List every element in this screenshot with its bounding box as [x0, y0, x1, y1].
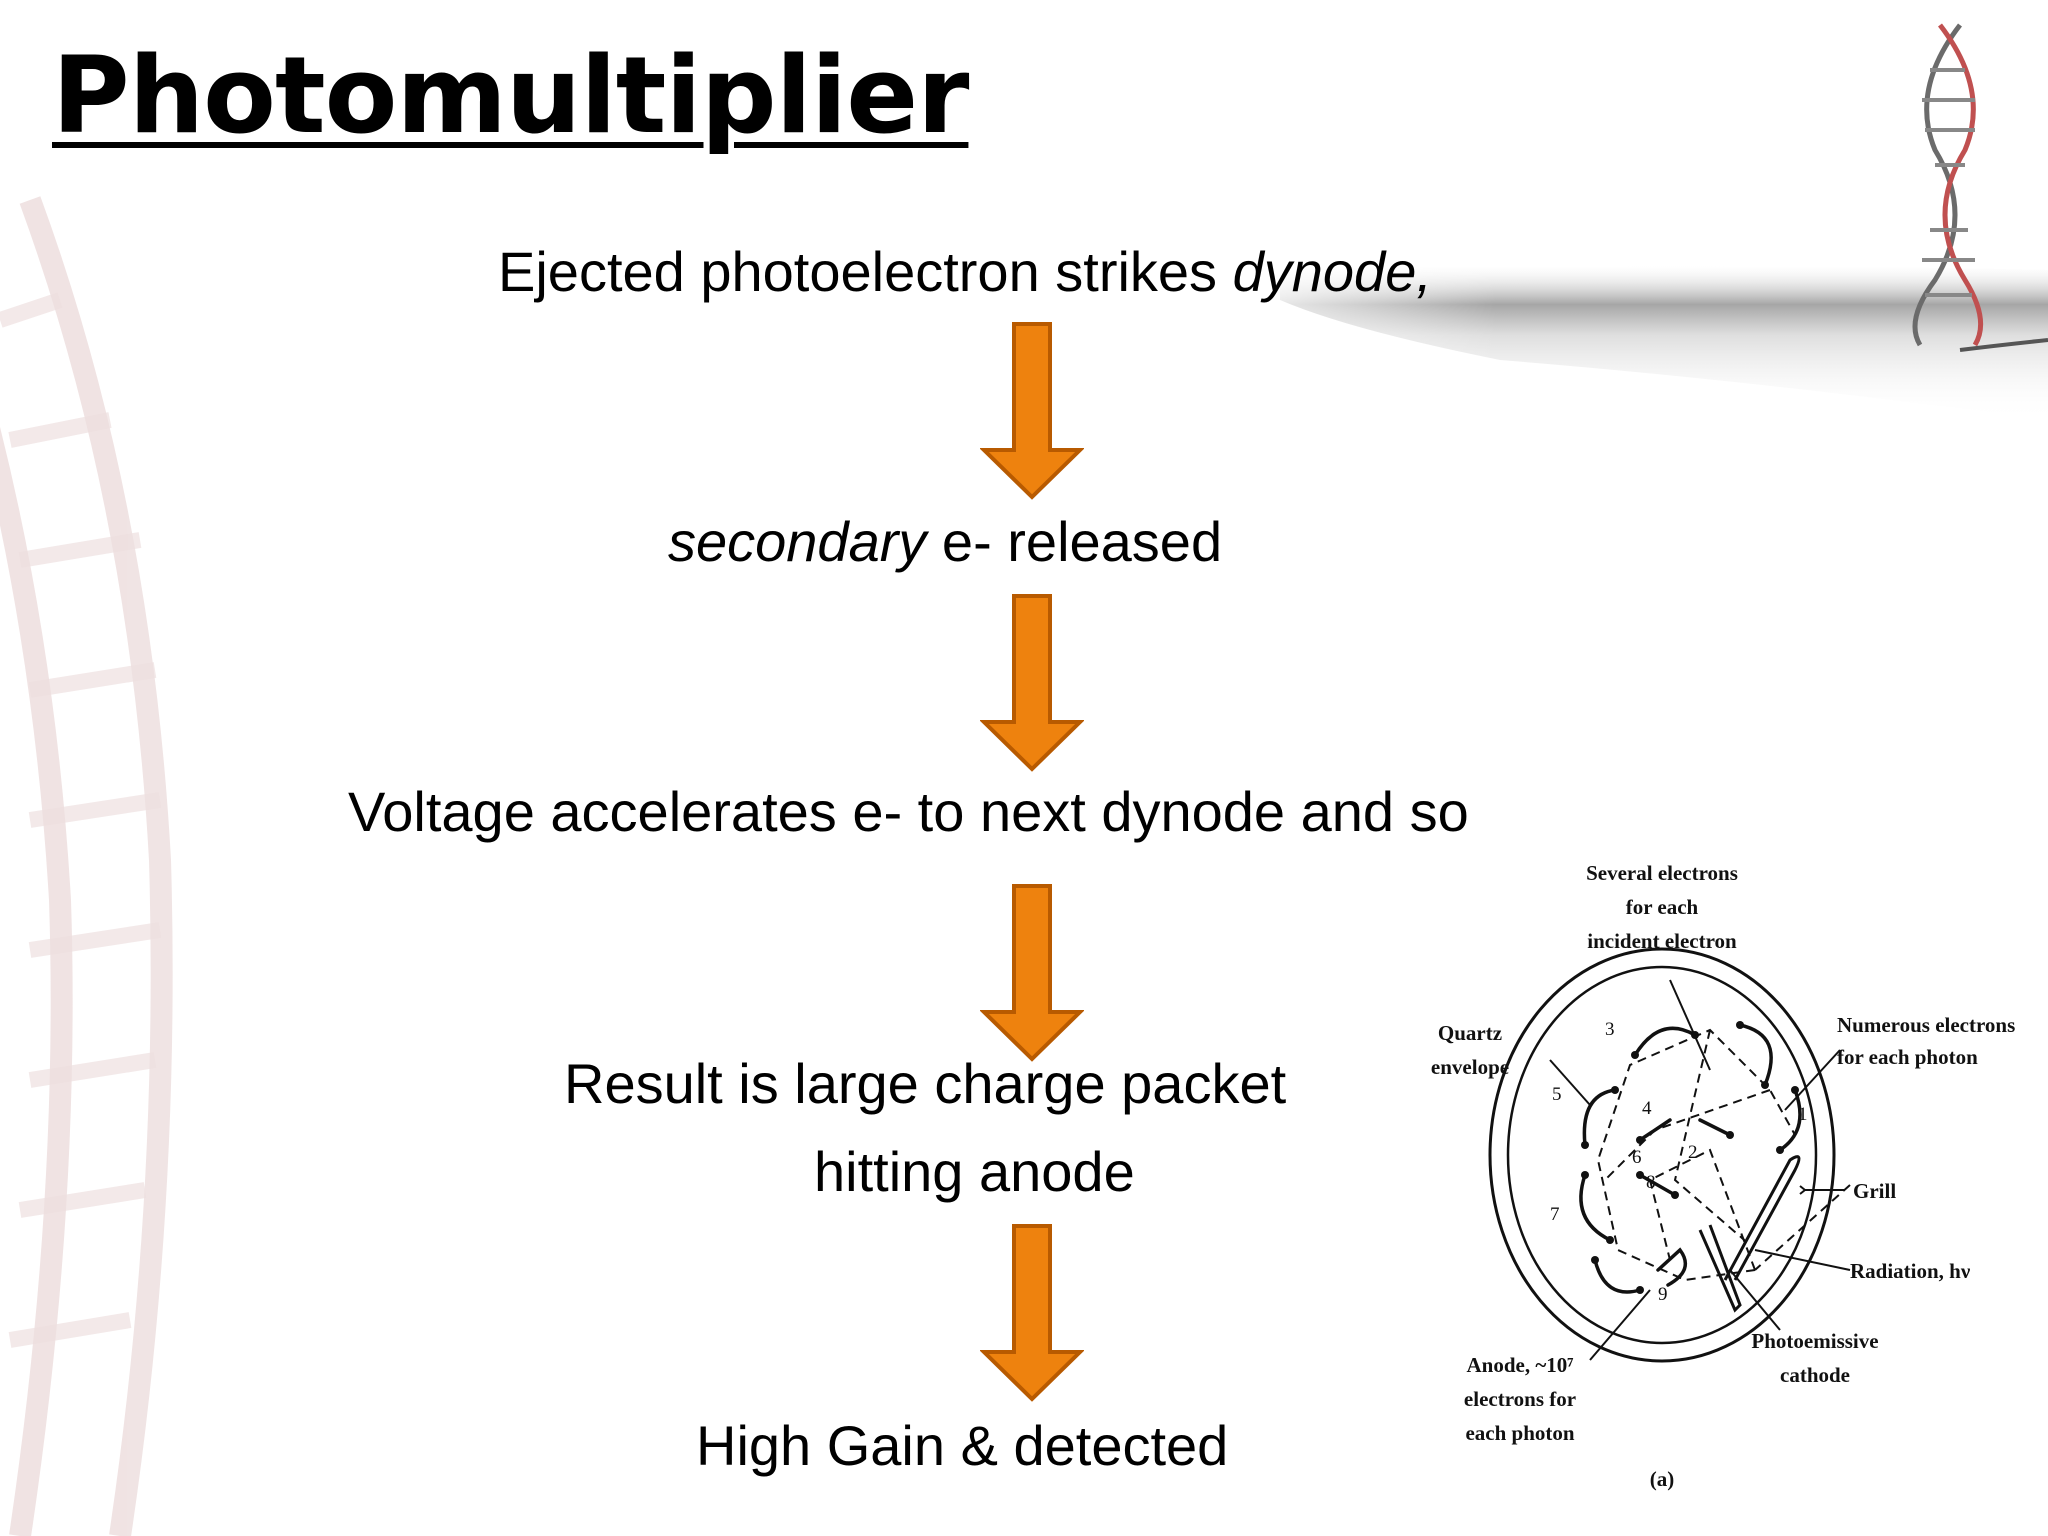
label-quartz-1: Quartz: [1438, 1021, 1502, 1045]
dynode-number-9: 9: [1658, 1284, 1668, 1305]
dynode-number-2: 2: [1688, 1142, 1698, 1163]
step-2-after: e- released: [926, 510, 1223, 573]
step-2-text: secondary e- released: [668, 508, 1368, 575]
label-several-electrons-1: Several electrons: [1586, 861, 1738, 885]
flow-arrow-3: [980, 884, 1084, 1062]
label-several-electrons-2: for each: [1626, 895, 1699, 919]
flow-arrow-4: [980, 1224, 1084, 1402]
panel-label: (a): [1650, 1467, 1675, 1491]
label-radiation: Radiation, hν: [1850, 1259, 1971, 1283]
label-grill: Grill: [1853, 1179, 1896, 1203]
label-several-electrons-3: incident electron: [1587, 929, 1737, 953]
label-anode-2: electrons for: [1464, 1387, 1576, 1411]
label-quartz-2: envelope: [1431, 1055, 1509, 1079]
dynode-arcs: [1579, 1023, 1802, 1294]
slide-title: Photomultiplier: [52, 34, 969, 157]
quartz-envelope-outer: [1488, 947, 1836, 1363]
dynode-number-7: 7: [1550, 1204, 1560, 1225]
label-numerous-1: Numerous electrons: [1837, 1013, 2015, 1037]
step-5-text: High Gain & detected: [696, 1414, 1229, 1477]
flow-arrow-2: [980, 594, 1084, 772]
dynode-number-5: 5: [1552, 1084, 1562, 1105]
grill-and-cathode: [1698, 1155, 1801, 1313]
dynode-number-4: 4: [1642, 1098, 1652, 1119]
label-photoemissive-1: Photoemissive: [1751, 1329, 1878, 1353]
step-1-before: Ejected photoelectron strikes: [498, 240, 1233, 303]
step-4-text-line1: Result is large charge packet: [564, 1052, 1287, 1115]
step-1-text: Ejected photoelectron strikes dynode,: [498, 238, 1538, 305]
label-anode-1: Anode, ~10⁷: [1466, 1353, 1573, 1377]
leader-lines: [1549, 979, 1851, 1361]
dynode-dots: [1581, 1021, 1799, 1294]
label-photoemissive-2: cathode: [1780, 1363, 1850, 1387]
left-ladder-decoration: [0, 196, 173, 1536]
dynode-number-3: 3: [1605, 1019, 1615, 1040]
step-4-text-line2: hitting anode: [814, 1140, 1135, 1203]
label-anode-3: each photon: [1465, 1421, 1574, 1445]
step-1-emphasis: dynode,: [1232, 240, 1432, 303]
step-3-text: Voltage accelerates e- to next dynode an…: [348, 780, 1469, 843]
dynode-number-6: 6: [1632, 1147, 1642, 1168]
photomultiplier-diagram: 1 2 3 4 5 6 7 8 9 Several electrons for …: [1431, 861, 2015, 1491]
dynode-number-8: 8: [1646, 1172, 1656, 1193]
dna-helix-decoration: [1912, 23, 2048, 352]
label-numerous-2: for each photon: [1837, 1045, 1978, 1069]
electron-paths: [1596, 1028, 1851, 1282]
step-2-emphasis: secondary: [668, 510, 927, 573]
quartz-envelope-inner: [1506, 965, 1818, 1345]
flow-arrow-1: [980, 322, 1084, 500]
dynode-number-1: 1: [1798, 1104, 1808, 1125]
